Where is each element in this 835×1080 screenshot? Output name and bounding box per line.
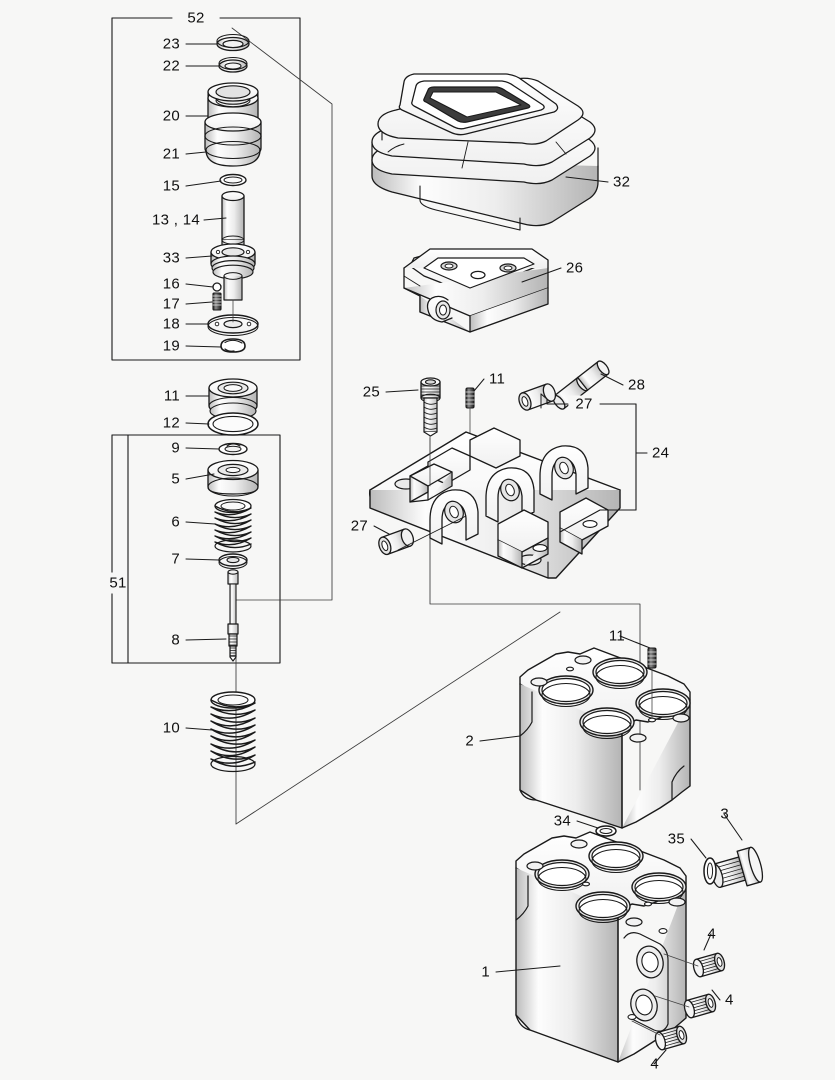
callout-4-b: 4: [725, 991, 734, 1009]
callout-22: 22: [162, 57, 180, 75]
callout-7: 7: [171, 550, 180, 568]
part-13-14-plunger-shaft: [221, 190, 245, 249]
part-16-ball: [212, 282, 222, 292]
callout-13-14: 13 , 14: [152, 211, 200, 229]
part-3-port-plug-fitting: [710, 846, 764, 888]
callout-15: 15: [162, 177, 180, 195]
callout-26: 26: [566, 259, 584, 277]
part-26-mounting-bracket: [403, 248, 549, 333]
callout-35: 35: [667, 830, 685, 848]
part-15-o-ring-small: [219, 173, 247, 187]
part-33-spring-retainer-flange: [210, 243, 256, 301]
leader-lines: [185, 43, 743, 1065]
callout-11-c: 11: [608, 627, 625, 645]
part-4-set-screw-a: [663, 952, 726, 978]
callout-11-b: 11: [489, 370, 506, 388]
callout-8: 8: [171, 631, 180, 649]
group-bracket-24: [540, 393, 648, 533]
part-32-rubber-boot-cover: [371, 73, 599, 231]
part-12-o-ring: [207, 412, 259, 436]
part-24-base-plate-assembly: [368, 427, 621, 579]
part-23-seal-ring: [216, 33, 250, 52]
part-2-upper-valve-body: [519, 647, 691, 829]
part-6-coil-spring-small: [214, 498, 252, 553]
callout-18: 18: [162, 315, 180, 333]
part-9-retaining-ring: [218, 442, 248, 456]
callout-28: 28: [628, 376, 646, 394]
callout-27-a: 27: [568, 395, 600, 413]
callout-32: 32: [613, 173, 631, 191]
callout-33: 33: [162, 249, 180, 267]
part-10-coil-spring-large: [210, 691, 256, 773]
callout-1: 1: [481, 963, 490, 981]
callout-21: 21: [162, 145, 180, 163]
part-4-set-screw-c: [631, 1020, 688, 1051]
callout-25: 25: [362, 383, 380, 401]
callout-17: 17: [162, 295, 180, 313]
part-21-seal-boot: [204, 112, 262, 167]
part-4-set-screw-b: [654, 993, 717, 1019]
base-plate-lug-3: [539, 445, 589, 501]
callout-3: 3: [720, 805, 729, 823]
group-label-52: 52: [181, 9, 211, 27]
callout-4-c: 4: [650, 1055, 659, 1073]
part-18-flat-washer-plate: [207, 299, 259, 336]
callout-6: 6: [171, 513, 180, 531]
callout-19: 19: [162, 337, 180, 355]
callout-4-a: 4: [707, 925, 716, 943]
group-label-51: 51: [109, 572, 127, 594]
callout-16: 16: [162, 275, 180, 293]
group-label-24: 24: [652, 444, 670, 462]
part-11-dowel-pin-body: [647, 647, 657, 719]
part-17-pin-spring: [212, 292, 222, 311]
part-35-o-ring-port: [703, 857, 717, 885]
callout-23: 23: [162, 35, 180, 53]
callout-20: 20: [162, 107, 180, 125]
callout-12: 12: [162, 414, 180, 432]
part-5-spring-seat-cup: [207, 459, 259, 497]
part-1-lower-valve-body: [515, 831, 687, 1063]
callout-5: 5: [171, 470, 180, 488]
callout-27-b: 27: [350, 517, 368, 535]
callout-11-a: 11: [163, 387, 180, 405]
part-19-snap-ring: [220, 338, 246, 353]
part-8-push-rod-stem: [227, 569, 239, 662]
part-22-o-ring: [218, 56, 248, 73]
callout-9: 9: [171, 439, 180, 457]
leader-27-detail: [397, 393, 542, 551]
base-plate-lug-1: [429, 489, 479, 545]
part-7-washer: [218, 553, 248, 569]
base-plate-lug-2: [485, 467, 535, 523]
callout-34: 34: [553, 812, 571, 830]
callout-10: 10: [162, 719, 180, 737]
part-27-bushing-b: [378, 528, 415, 556]
callout-2: 2: [465, 732, 474, 750]
part-27-bushing-a: [518, 383, 557, 411]
part-25-socket-head-cap-screw: [420, 377, 441, 437]
group-box-52: [111, 17, 301, 361]
